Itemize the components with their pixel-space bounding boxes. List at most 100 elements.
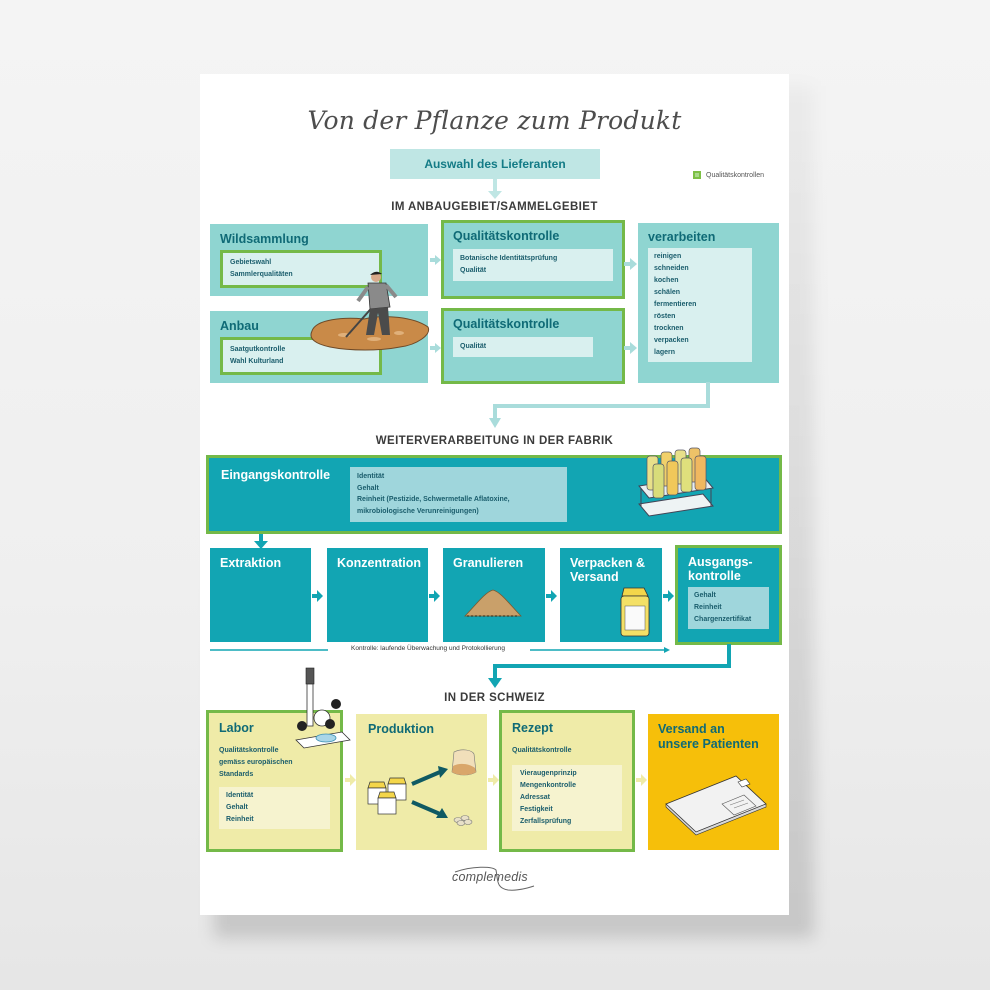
step-title: Extraktion: [220, 556, 282, 570]
processing-steps: reinigen schneiden kochen schälen fermen…: [648, 248, 752, 362]
step-title: Granulieren: [453, 556, 524, 570]
container-illustration: [620, 587, 650, 637]
arrow-down-icon: [488, 179, 502, 199]
list-item: rösten: [654, 313, 676, 320]
list-item: trocknen: [654, 325, 684, 332]
wild-collection-box: Wildsammlung Gebietswahl Sammlerqualität…: [210, 224, 428, 296]
shipping-box: Versand an unsere Patienten: [648, 714, 779, 850]
list-item: Gehalt: [694, 592, 716, 599]
list-item: Vieraugenprinzip: [520, 770, 577, 777]
arrow-right-icon: [345, 774, 356, 786]
arrow-right-icon: [636, 774, 647, 786]
list-item: Reinheit: [226, 816, 254, 823]
farmer-digging-illustration: [310, 271, 430, 351]
quality-control-title: Qualitätskontrolle: [453, 317, 560, 331]
page-title: Von der Pflanze zum Produkt: [307, 106, 682, 135]
prescription-title: Rezept: [512, 721, 553, 735]
list-item: schneiden: [654, 265, 689, 272]
list-item: Botanische Identitätsprüfung: [460, 255, 558, 262]
list-item: Zerfallsprüfung: [520, 818, 572, 825]
complemedis-logo-swoosh: [454, 866, 535, 891]
monitoring-timeline-arrow: [210, 647, 670, 653]
section-title-growing: IM ANBAUGEBIET/SAMMELGEBIET: [391, 201, 598, 213]
powder-pile-illustration: [464, 589, 522, 617]
subtitle-line: Standards: [219, 771, 254, 778]
arrow-right-icon: [488, 774, 499, 786]
list-item: Wahl Kulturland: [230, 358, 284, 365]
step-extraction: Extraktion: [210, 548, 311, 642]
prescription-subtitle: Qualitätskontrolle: [512, 747, 572, 754]
production-box: Produktion: [356, 714, 487, 850]
test-tubes-illustration: [638, 447, 714, 517]
incoming-inspection-box: Eingangskontrolle Identität Gehalt Reinh…: [206, 447, 782, 534]
connector-arrow: [489, 382, 710, 428]
list-item: mikrobiologische Verunreinigungen): [357, 507, 479, 515]
section-title-switzerland: IN DER SCHWEIZ: [444, 692, 545, 704]
step-title: Verpacken & Versand: [570, 556, 646, 584]
quality-control-title: Qualitätskontrolle: [453, 229, 560, 243]
list-item: Qualität: [460, 343, 487, 350]
list-item: lagern: [654, 349, 676, 356]
list-item: fermentieren: [654, 301, 697, 308]
production-illustration: [367, 749, 477, 826]
list-item: Reinheit (Pestizide, Schwermetalle Aflat…: [357, 496, 510, 503]
poster: Von der Pflanze zum Produkt Auswahl des …: [200, 74, 789, 915]
step-granulating: Granulieren: [443, 548, 545, 642]
list-item: Festigkeit: [520, 806, 553, 813]
arrow-right-icon: [546, 590, 557, 602]
arrow-right-icon: [624, 258, 637, 270]
arrow-right-icon: [312, 590, 323, 602]
list-item: schälen: [654, 289, 681, 296]
legend: Qualitätskontrollen: [693, 171, 764, 179]
section-title-factory: WEITERVERARBEITUNG IN DER FABRIK: [375, 435, 614, 447]
list-item: verpacken: [654, 337, 689, 344]
quality-control-checks: Qualität: [453, 337, 593, 357]
lab-title: Labor: [219, 721, 254, 735]
envelope-illustration: [665, 775, 767, 836]
shipping-title: Versand an unsere Patienten: [658, 722, 759, 751]
subtitle-line: Qualitätskontrolle: [219, 747, 279, 754]
list-item: Mengenkontrolle: [520, 782, 577, 789]
arrow-right-icon: [663, 590, 674, 602]
connector-arrow: [488, 644, 731, 688]
wild-collection-title: Wildsammlung: [220, 232, 309, 246]
quality-control-checks: Botanische Identitätsprüfung Qualität: [453, 249, 613, 281]
quality-control-legend-icon: [693, 171, 701, 179]
outgoing-inspection-title: Ausgangs-kontrolle: [688, 555, 753, 583]
lab-box: Labor Qualitätskontrolle gemäss europäis…: [206, 710, 343, 852]
lab-subtitle: Qualitätskontrolle gemäss europäischen S…: [219, 745, 330, 781]
list-item: Reinheit: [694, 604, 722, 611]
wild-collection-checks: Gebietswahl Sammlerqualitäten: [220, 250, 382, 288]
prescription-checks: Vieraugenprinzip Mengenkontrolle Adressa…: [512, 765, 622, 831]
outgoing-inspection-checks: Gehalt Reinheit Chargenzertifikat: [688, 587, 769, 629]
processing-title: verarbeiten: [648, 230, 716, 244]
list-item: Identität: [226, 792, 254, 799]
list-item: Sammlerqualitäten: [230, 271, 293, 278]
list-item: Saatgutkontrolle: [230, 346, 286, 353]
step-packaging-shipping: Verpacken & Versand: [560, 548, 662, 642]
incoming-inspection-checks: Identität Gehalt Reinheit (Pestizide, Sc…: [350, 467, 567, 522]
monitoring-label: Kontrolle: laufende Überwachung und Prot…: [351, 645, 505, 652]
step-title: Konzentration: [337, 556, 422, 570]
list-item: Gehalt: [226, 804, 248, 811]
arrow-right-icon: [624, 342, 637, 354]
list-item: kochen: [654, 277, 679, 284]
arrow-right-icon: [430, 255, 441, 265]
legend-label: Qualitätskontrollen: [706, 171, 764, 179]
production-title: Produktion: [368, 722, 434, 736]
list-item: Adressat: [520, 794, 550, 801]
list-item: Qualität: [460, 267, 487, 274]
quality-control-box-1: Qualitätskontrolle Botanische Identitäts…: [441, 220, 625, 299]
subtitle-line: gemäss europäischen: [219, 759, 293, 766]
arrow-right-icon: [430, 343, 441, 353]
processing-box: verarbeiten reinigen schneiden kochen sc…: [638, 223, 779, 383]
outgoing-inspection-box: Ausgangs-kontrolle Gehalt Reinheit Charg…: [675, 545, 782, 645]
arrow-right-icon: [429, 590, 440, 602]
prescription-box: Rezept Qualitätskontrolle Vieraugenprinz…: [499, 710, 635, 852]
step-concentration: Konzentration: [327, 548, 428, 642]
list-item: reinigen: [654, 253, 682, 260]
list-item: Identität: [357, 473, 385, 480]
cultivation-checks: Saatgutkontrolle Wahl Kulturland: [220, 337, 382, 375]
quality-control-box-2: Qualitätskontrolle Qualität: [441, 308, 625, 384]
supplier-selection-box: Auswahl des Lieferanten: [390, 149, 600, 179]
